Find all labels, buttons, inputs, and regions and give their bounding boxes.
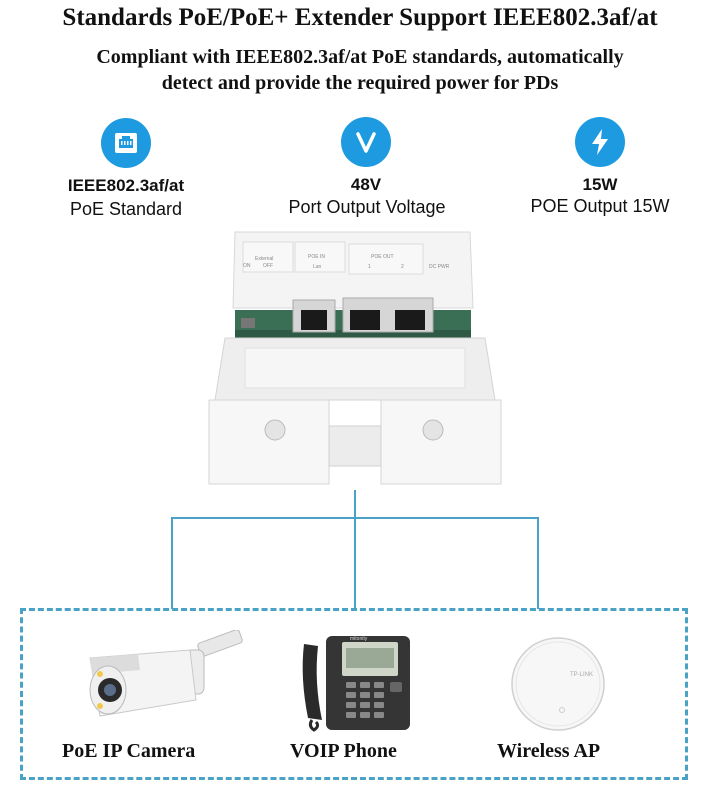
feature-title-voltage: 48V [350,175,382,194]
ap-brand: TP-LINK [570,672,593,678]
subtitle-line-2: detect and provide the required power fo… [161,72,559,94]
label-port-1: 1 [368,264,371,270]
connector-line-right [537,517,539,609]
feature-subtitle-voltage: Port Output Voltage [288,197,446,217]
label-lan: Lan [313,264,322,270]
feature-subtitle-power: POE Output 15W [530,196,670,216]
label-external: External [255,256,273,262]
ethernet-port-icon [101,118,151,168]
lightning-icon [575,117,625,167]
connector-line-vertical [354,490,356,518]
label-on: ON [243,263,251,269]
feature-subtitle-standard: PoE Standard [69,199,183,219]
feature-title-power: 15W [582,175,618,194]
label-poe-in: POE IN [308,254,325,260]
endpoint-label-phone: VOIP Phone [290,740,397,762]
feature-title-standard: IEEE802.3af/at [67,176,185,195]
endpoint-label-ap: Wireless AP [497,740,601,762]
voltage-icon [341,117,391,167]
connector-line-center [354,517,356,609]
page-subtitle: Compliant with IEEE802.3af/at PoE standa… [0,44,720,96]
phone-brand: mitonity [350,636,368,642]
poe-extender-device: External ON OFF POE IN Lan POE OUT 1 2 D… [205,230,505,490]
label-port-2: 2 [401,264,404,270]
wireless-ap-icon: TP-LINK [508,634,608,734]
connector-line-left [171,517,173,609]
subtitle-line-1: Compliant with IEEE802.3af/at PoE standa… [96,46,624,68]
page-title: Standards PoE/PoE+ Extender Support IEEE… [62,4,658,31]
powered-devices-box [20,608,688,780]
label-poe-out: POE OUT [371,254,394,260]
label-off: OFF [263,263,273,269]
label-dc-pwr: DC PWR [429,264,450,270]
ip-camera-icon [78,629,248,730]
voip-phone-icon: mitonity [298,628,418,736]
endpoint-label-camera: PoE IP Camera [62,740,196,762]
